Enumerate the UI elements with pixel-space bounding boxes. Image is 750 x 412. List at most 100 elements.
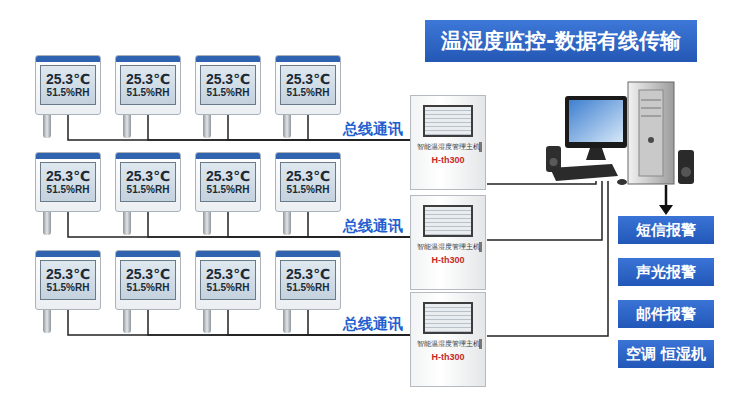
drive-bay xyxy=(641,116,661,117)
bus-wire xyxy=(308,310,410,335)
host-cable xyxy=(487,181,608,336)
th-sensor: 25.3℃51.5%RH xyxy=(195,250,261,310)
host-screen xyxy=(423,302,473,334)
lcd-reading: 51.5%RH xyxy=(47,87,90,99)
monitor-bezel xyxy=(565,96,627,148)
host-label-area: 智能温湿度管理主机 H-th300 xyxy=(413,340,483,362)
bus-wire xyxy=(148,115,410,140)
lcd-display: 25.3℃51.5%RH xyxy=(120,162,176,202)
lcd-display: 25.3℃51.5%RH xyxy=(280,65,336,105)
arrow-head xyxy=(659,205,673,215)
temp-probe xyxy=(43,310,51,333)
th-sensor: 25.3℃51.5%RH xyxy=(275,250,341,310)
lcd-reading: 25.3℃ xyxy=(206,266,250,282)
lcd-display: 25.3℃51.5%RH xyxy=(120,260,176,300)
th-sensor: 25.3℃51.5%RH xyxy=(195,152,261,212)
th-sensor: 25.3℃51.5%RH xyxy=(115,55,181,115)
temp-probe xyxy=(203,212,211,235)
host-name: 智能温湿度管理主机 xyxy=(417,340,480,349)
host-cable xyxy=(487,181,602,240)
sensor-band xyxy=(36,56,100,62)
bus-wire xyxy=(68,310,410,335)
temp-probe xyxy=(123,212,131,235)
sensor-band xyxy=(36,153,100,159)
alarm-arrow xyxy=(665,185,668,207)
alarm-text: 声光报警 xyxy=(636,264,696,281)
tower-panel xyxy=(639,90,663,176)
host-screen xyxy=(423,205,473,237)
lcd-reading: 51.5%RH xyxy=(47,184,90,196)
bus-label: 总线通讯 xyxy=(342,218,404,235)
lcd-reading: 51.5%RH xyxy=(287,87,330,99)
lcd-reading: 51.5%RH xyxy=(207,282,250,294)
sensor-band xyxy=(196,251,260,257)
temp-probe xyxy=(123,115,131,138)
th-sensor: 25.3℃51.5%RH xyxy=(275,55,341,115)
lcd-reading: 25.3℃ xyxy=(206,168,250,184)
temp-probe xyxy=(203,115,211,138)
temp-probe xyxy=(283,212,291,235)
bus-label: 总线通讯 xyxy=(342,121,404,138)
lcd-reading: 25.3℃ xyxy=(46,168,90,184)
bus-wire xyxy=(308,115,410,140)
sensor-band xyxy=(276,251,340,257)
lcd-reading: 25.3℃ xyxy=(126,71,170,87)
th-sensor: 25.3℃51.5%RH xyxy=(115,250,181,310)
alarm-text: 邮件报警 xyxy=(636,306,696,323)
keyboard xyxy=(550,164,618,181)
host-label-area: 智能温湿度管理主机H-th300 xyxy=(413,143,483,165)
lcd-reading: 51.5%RH xyxy=(207,184,250,196)
lcd-reading: 25.3℃ xyxy=(206,71,250,87)
th-sensor: 25.3℃51.5%RH xyxy=(195,55,261,115)
bus-wire xyxy=(148,212,410,237)
bus-wire xyxy=(228,310,410,335)
host-cable xyxy=(487,181,596,184)
speaker xyxy=(678,150,694,184)
lcd-reading: 51.5%RH xyxy=(207,87,250,99)
model-number: H-th300 xyxy=(431,352,464,363)
bus-label: 总线通讯 xyxy=(342,316,404,333)
lcd-reading: 25.3℃ xyxy=(286,266,330,282)
host-cabinet: 智能温湿度管理主机 H-th300 xyxy=(410,292,486,387)
bus-wire xyxy=(308,212,410,237)
lcd-display: 25.3℃51.5%RH xyxy=(200,65,256,105)
temp-probe xyxy=(283,115,291,138)
model-number: H-th300 xyxy=(431,255,464,266)
alarm-box: 空调 恒湿机 xyxy=(618,340,714,368)
lcd-reading: 51.5%RH xyxy=(47,282,90,294)
sensor-band xyxy=(196,56,260,62)
power-button xyxy=(648,137,654,143)
bus-wire xyxy=(148,310,410,335)
lcd-reading: 25.3℃ xyxy=(46,266,90,282)
bus-wire xyxy=(68,115,410,140)
speaker-cone xyxy=(681,167,691,177)
lcd-reading: 25.3℃ xyxy=(286,71,330,87)
host-label-area: 智能温湿度管理主机 H-th300 xyxy=(413,243,483,265)
pc-tower xyxy=(628,82,674,184)
sensor-band xyxy=(116,251,180,257)
lcd-display: 25.3℃51.5%RH xyxy=(40,162,96,202)
temp-probe xyxy=(203,310,211,333)
alarm-box: 声光报警 xyxy=(618,258,714,286)
sensor-band xyxy=(36,251,100,257)
host-cabinet: 智能温湿度管理主机H-th300 xyxy=(410,95,486,190)
sensor-band xyxy=(276,153,340,159)
lcd-display: 25.3℃51.5%RH xyxy=(40,260,96,300)
sensor-band xyxy=(116,153,180,159)
temp-probe xyxy=(283,310,291,333)
bus-wire xyxy=(68,212,410,237)
sensor-band xyxy=(196,153,260,159)
drive-bay xyxy=(641,100,661,101)
lcd-display: 25.3℃51.5%RH xyxy=(280,260,336,300)
alarm-text: 短信报警 xyxy=(636,222,696,239)
lcd-reading: 25.3℃ xyxy=(286,168,330,184)
monitor-stand xyxy=(586,148,606,160)
host-name: 智能温湿度管理主机 xyxy=(417,243,480,252)
alarm-box: 短信报警 xyxy=(618,216,714,244)
title-banner: 温湿度监控-数据有线传输 xyxy=(425,20,697,62)
mouse xyxy=(617,179,627,185)
host-name: 智能温湿度管理主机 xyxy=(417,143,480,152)
lcd-reading: 51.5%RH xyxy=(287,282,330,294)
bus-wire xyxy=(228,212,410,237)
host-cabinet: 智能温湿度管理主机 H-th300 xyxy=(410,195,486,290)
